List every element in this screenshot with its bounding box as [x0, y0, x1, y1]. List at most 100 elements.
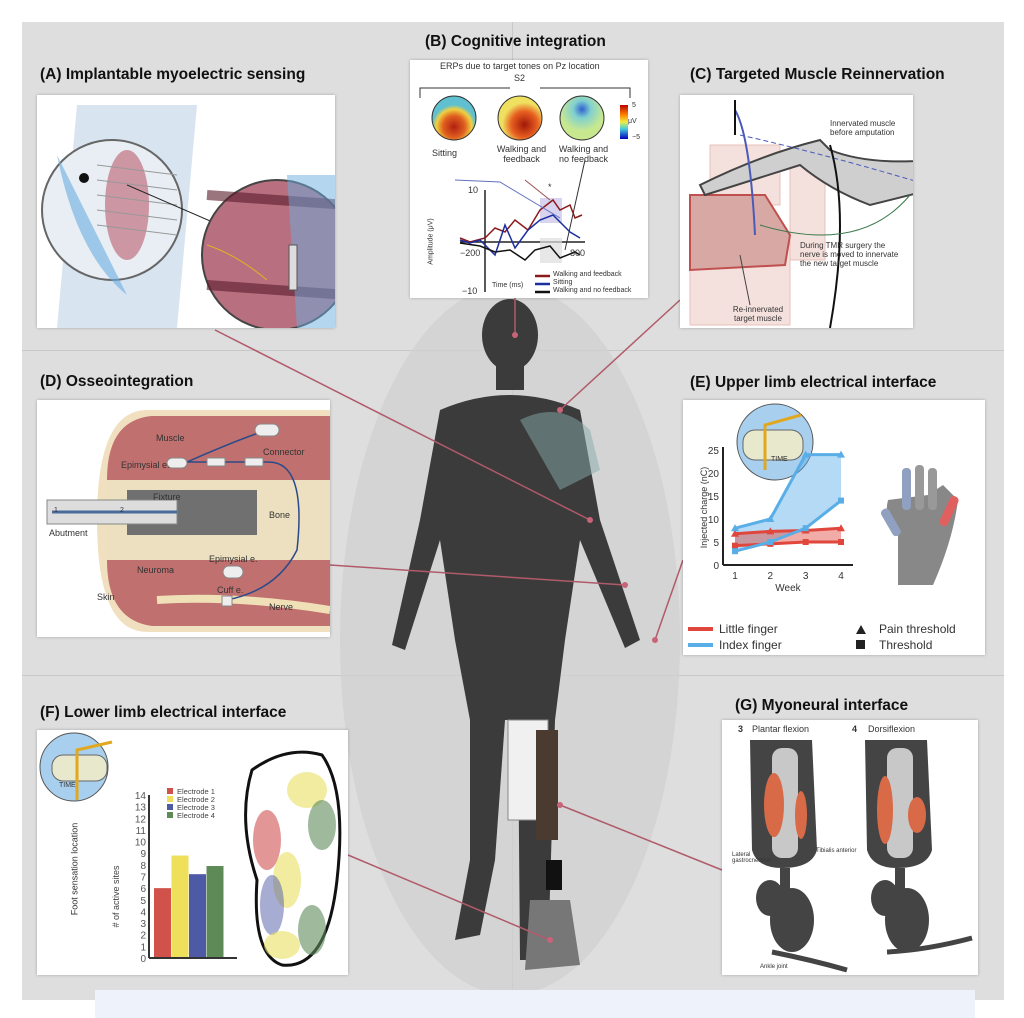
y-tick-label: 25 [708, 446, 720, 457]
panel-a-image [37, 95, 335, 328]
y-tick-label: 10 [135, 838, 147, 849]
map-label-sitting: Sitting [432, 148, 458, 158]
y-axis-label: # of active sites [111, 865, 121, 928]
x-tick-label: 1 [732, 571, 738, 582]
bar-1 [154, 888, 171, 958]
series-line [734, 499, 842, 553]
ytick: 10 [468, 185, 479, 195]
label-lateral-gastrocnemius: Lateral gastrocnemius [732, 852, 772, 864]
x-tick-label: 3 [803, 571, 809, 582]
legend-electrode-3: Electrode 3 [177, 803, 215, 812]
panel-a-title: (A) Implantable myoelectric sensing [40, 66, 306, 83]
hand-illustration [881, 465, 959, 585]
series-line [734, 453, 841, 530]
xtick: −200 [460, 248, 481, 258]
map-label-no-feedback: Walking and no feedback [558, 144, 609, 164]
y-tick-label: 1 [140, 942, 146, 953]
range-band [735, 454, 841, 552]
colorbar-min: −5 [632, 134, 640, 141]
legend-pain-threshold: Pain threshold [879, 622, 956, 636]
legend-little-finger: Little finger [719, 622, 778, 636]
panel-g-image: 3 Plantar flexion 4 Dorsiflexion Lateral… [722, 720, 978, 975]
data-point-triangle [766, 515, 775, 522]
label-innervated-muscle: Innervated muscle before amputation [830, 119, 896, 137]
bar-4 [206, 866, 224, 958]
x-tick-label: 2 [768, 571, 774, 582]
data-point-square [732, 548, 738, 555]
label-bone: Bone [269, 510, 291, 520]
panel-g-title: (G) Myoneural interface [735, 697, 909, 714]
label-abutment: Abutment [49, 528, 88, 538]
series-line [734, 526, 842, 536]
data-point-square [732, 542, 738, 549]
y-tick-label: 4 [140, 907, 146, 918]
y-tick-label: 5 [713, 538, 719, 549]
data-point-square [838, 539, 844, 545]
legend-sitting: Sitting [553, 279, 573, 286]
foot-map [244, 750, 342, 967]
panel-f-title: (F) Lower limb electrical interface [40, 704, 287, 721]
data-point-triangle [801, 450, 810, 458]
time-label: TIME [59, 782, 76, 789]
y-tick-label: 0 [713, 561, 719, 572]
label-reinnervated: Re-innervated target muscle [732, 305, 784, 323]
panel-b-title: (B) Cognitive integration [425, 33, 606, 50]
y-axis-outer-label: Foot sensation location [69, 822, 80, 916]
data-point-square [802, 539, 809, 545]
label-epimysial: Epimysial e. [209, 554, 258, 564]
data-point-square [767, 539, 774, 545]
legend-walking-feedback: Walking and feedback [553, 271, 622, 278]
y-tick-label: 15 [708, 492, 720, 503]
legend-no-feedback: Walking and no feedback [553, 287, 632, 294]
y-tick-label: 10 [708, 515, 720, 526]
legend-swatch [167, 788, 173, 794]
scalp-map-no-feedback [559, 95, 605, 141]
data-point-triangle [837, 450, 845, 458]
subfigure-label-plantar: Plantar flexion [752, 724, 810, 734]
panel-d-image: Muscle Epimysial e. Connector Fixture Bo… [37, 400, 330, 637]
y-tick-label: 6 [140, 884, 146, 895]
y-tick-label: 8 [140, 861, 146, 872]
subfigure-number: 4 [852, 724, 858, 734]
series-line [734, 540, 841, 548]
legend-electrode-2: Electrode 2 [177, 795, 215, 804]
label-cuff: Cuff e. [217, 585, 244, 595]
legend-swatch [167, 796, 173, 802]
label-connector: Connector [263, 447, 305, 457]
label-tmr-surgery: During TMR surgery the nerve is moved to… [800, 241, 899, 268]
colorbar [620, 105, 628, 139]
erp-caption: ERPs due to target tones on Pz location [440, 61, 600, 71]
y-tick-label: 3 [140, 919, 146, 930]
label-number: 1 [54, 507, 58, 514]
legend-triangle-icon [856, 625, 866, 634]
leg-plantar-flexion [750, 740, 848, 973]
data-point-triangle [837, 524, 845, 532]
label-skin: Skin [97, 592, 115, 602]
legend-square-icon [856, 640, 865, 649]
legend-electrode-1: Electrode 1 [177, 787, 215, 796]
x-axis-label: Time (ms) [492, 282, 524, 289]
label-muscle: Muscle [156, 433, 185, 443]
legend-threshold: Threshold [879, 638, 932, 652]
panel-e-title: (E) Upper limb electrical interface [690, 374, 937, 391]
legend-electrode-4: Electrode 4 [177, 811, 215, 820]
significance-marker: * [548, 182, 552, 192]
panel-c-title: (C) Targeted Muscle Reinnervation [690, 66, 945, 83]
y-tick-label: 12 [135, 814, 147, 825]
panel-d-title: (D) Osseointegration [40, 373, 194, 390]
y-axis-label: Amplitude (μV) [427, 218, 435, 265]
colorbar-unit: μV [628, 118, 637, 125]
xtick: 800 [570, 248, 586, 258]
y-tick-label: 11 [136, 826, 147, 837]
x-tick-label: 4 [838, 571, 844, 582]
time-label: TIME [771, 456, 788, 463]
data-point-square [838, 497, 844, 504]
label-number: 2 [120, 507, 124, 514]
y-tick-label: 0 [140, 954, 146, 965]
scalp-map-walking-feedback [497, 95, 543, 141]
subject-label: S2 [514, 73, 526, 83]
label-neuroma: Neuroma [137, 565, 175, 575]
data-point-triangle [731, 529, 739, 537]
label-tibialis-anterior: Tibialis anterior [816, 848, 857, 854]
